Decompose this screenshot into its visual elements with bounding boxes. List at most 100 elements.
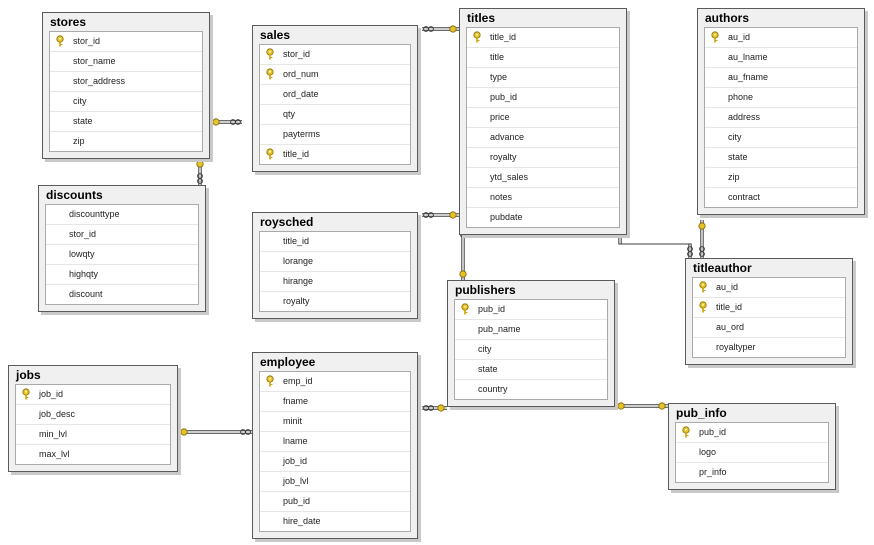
- column-row[interactable]: ord_num: [260, 65, 410, 85]
- column-row[interactable]: zip: [705, 168, 857, 188]
- column-row[interactable]: emp_id: [260, 372, 410, 392]
- column-row[interactable]: max_lvl: [16, 445, 170, 464]
- column-row[interactable]: ytd_sales: [467, 168, 619, 188]
- column-row[interactable]: city: [455, 340, 607, 360]
- relationship-stores-discounts[interactable]: [196, 158, 204, 185]
- column-row[interactable]: title_id: [693, 298, 845, 318]
- column-row[interactable]: job_desc: [16, 405, 170, 425]
- column-row[interactable]: state: [705, 148, 857, 168]
- column-row[interactable]: discount: [46, 285, 198, 304]
- relationship-stores-sales[interactable]: [210, 118, 242, 126]
- column-row[interactable]: notes: [467, 188, 619, 208]
- column-row[interactable]: type: [467, 68, 619, 88]
- column-row[interactable]: title_id: [467, 28, 619, 48]
- column-row[interactable]: title_id: [260, 232, 410, 252]
- relationship-publishers-titles[interactable]: [459, 226, 467, 280]
- relationship-publishers-pub_info[interactable]: [615, 402, 668, 410]
- column-row[interactable]: pub_id: [467, 88, 619, 108]
- column-row[interactable]: au_lname: [705, 48, 857, 68]
- relationship-authors-titleauthor[interactable]: [698, 220, 706, 258]
- one-end-key-icon: [212, 118, 220, 126]
- column-name: job_id: [283, 456, 308, 466]
- column-row[interactable]: pub_name: [455, 320, 607, 340]
- relationship-publishers-employee[interactable]: [422, 404, 447, 412]
- column-row[interactable]: au_ord: [693, 318, 845, 338]
- primary-key-icon: [55, 35, 65, 47]
- relationship-jobs-employee[interactable]: [178, 428, 252, 436]
- one-end-key-icon: [617, 402, 625, 410]
- column-row[interactable]: city: [705, 128, 857, 148]
- relationship-titles-sales[interactable]: [422, 25, 459, 33]
- column-row[interactable]: lname: [260, 432, 410, 452]
- column-row[interactable]: zip: [50, 132, 202, 151]
- column-row[interactable]: pub_id: [676, 423, 828, 443]
- column-name: job_lvl: [283, 476, 309, 486]
- column-row[interactable]: minit: [260, 412, 410, 432]
- column-row[interactable]: price: [467, 108, 619, 128]
- column-row[interactable]: hirange: [260, 272, 410, 292]
- table-title: roysched: [260, 215, 314, 229]
- column-row[interactable]: state: [455, 360, 607, 380]
- one-end-key-icon: [658, 402, 666, 410]
- column-row[interactable]: payterms: [260, 125, 410, 145]
- column-row[interactable]: job_id: [260, 452, 410, 472]
- column-row[interactable]: qty: [260, 105, 410, 125]
- primary-key-icon: [265, 68, 275, 80]
- column-row[interactable]: pub_id: [455, 300, 607, 320]
- primary-key-icon: [698, 301, 708, 313]
- column-row[interactable]: hire_date: [260, 512, 410, 531]
- column-row[interactable]: stor_address: [50, 72, 202, 92]
- column-row[interactable]: royalty: [260, 292, 410, 311]
- column-row[interactable]: title: [467, 48, 619, 68]
- column-row[interactable]: pr_info: [676, 463, 828, 482]
- column-row[interactable]: contract: [705, 188, 857, 207]
- column-row[interactable]: stor_id: [260, 45, 410, 65]
- column-row[interactable]: min_lvl: [16, 425, 170, 445]
- column-row[interactable]: state: [50, 112, 202, 132]
- column-row[interactable]: address: [705, 108, 857, 128]
- column-row[interactable]: pub_id: [260, 492, 410, 512]
- column-name: state: [728, 152, 748, 162]
- column-row[interactable]: stor_name: [50, 52, 202, 72]
- column-row[interactable]: au_fname: [705, 68, 857, 88]
- column-row[interactable]: royaltyper: [693, 338, 845, 357]
- column-row[interactable]: au_id: [693, 278, 845, 298]
- column-row[interactable]: lorange: [260, 252, 410, 272]
- column-row[interactable]: stor_id: [46, 225, 198, 245]
- column-row[interactable]: job_id: [16, 385, 170, 405]
- column-row[interactable]: job_lvl: [260, 472, 410, 492]
- column-row[interactable]: city: [50, 92, 202, 112]
- column-row[interactable]: lowqty: [46, 245, 198, 265]
- column-row[interactable]: ord_date: [260, 85, 410, 105]
- column-row[interactable]: discounttype: [46, 205, 198, 225]
- column-row[interactable]: advance: [467, 128, 619, 148]
- column-row[interactable]: country: [455, 380, 607, 399]
- column-row[interactable]: logo: [676, 443, 828, 463]
- column-row[interactable]: stor_id: [50, 32, 202, 52]
- column-row[interactable]: highqty: [46, 265, 198, 285]
- column-row[interactable]: phone: [705, 88, 857, 108]
- relationship-titles-titleauthor[interactable]: [616, 226, 693, 258]
- column-name: contract: [728, 192, 761, 202]
- one-end-key-icon: [459, 270, 467, 278]
- column-row[interactable]: pubdate: [467, 208, 619, 227]
- relationship-titles-roysched[interactable]: [422, 211, 459, 219]
- column-row[interactable]: au_id: [705, 28, 857, 48]
- column-row[interactable]: title_id: [260, 145, 410, 164]
- column-row[interactable]: royalty: [467, 148, 619, 168]
- many-end-infinity-icon: [687, 246, 693, 257]
- column-row[interactable]: fname: [260, 392, 410, 412]
- table-title: discounts: [46, 188, 103, 202]
